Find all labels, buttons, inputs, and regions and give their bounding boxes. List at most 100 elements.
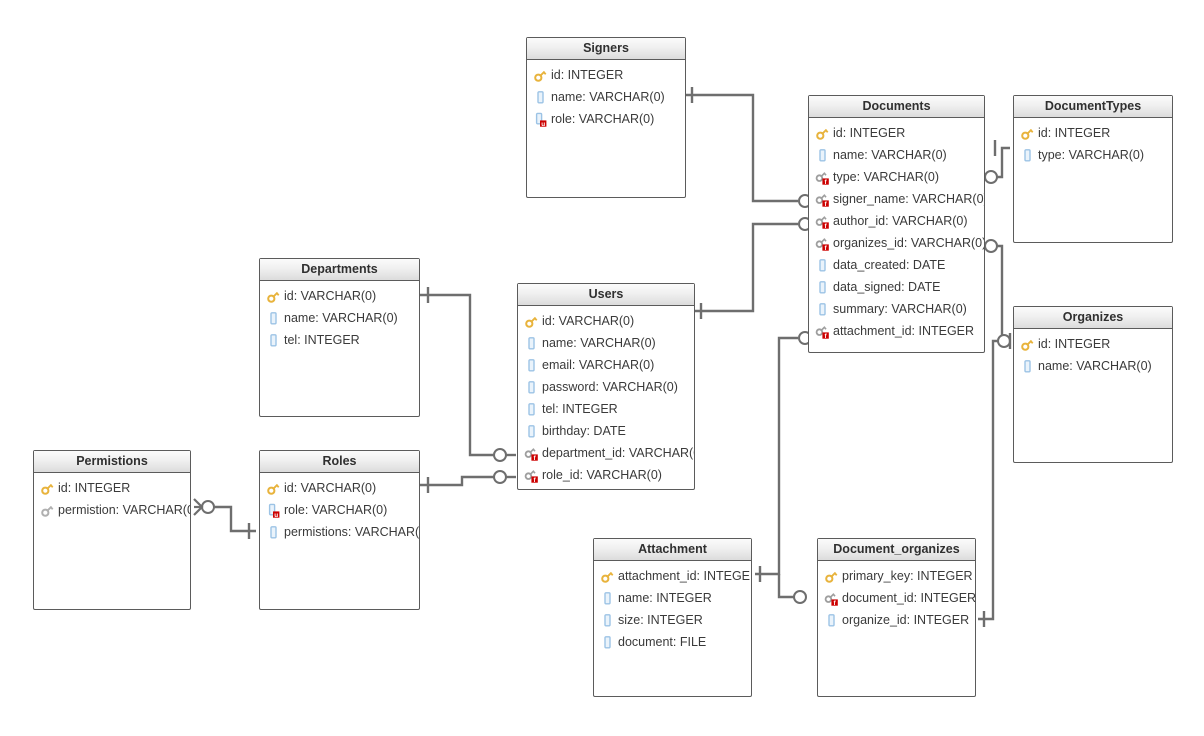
relationship-users-to-documents[interactable]	[695, 217, 812, 319]
attribute-row[interactable]: id: INTEGER	[34, 477, 190, 499]
entity-title: Departments	[260, 259, 419, 281]
attribute-label: attachment_id: INTEGER	[833, 324, 975, 338]
attribute-label: primary_key: INTEGER	[842, 569, 973, 583]
svg-text:u: u	[541, 121, 545, 127]
relationship-documents-to-organizes[interactable]	[984, 239, 1010, 343]
zero-circle-marker	[201, 500, 215, 514]
zero-circle-marker	[997, 334, 1011, 348]
attribute-label: name: VARCHAR(0)	[1038, 359, 1152, 373]
attribute-row[interactable]: name: VARCHAR(0)	[1014, 355, 1172, 377]
attribute-label: data_created: DATE	[833, 258, 946, 272]
attribute-row[interactable]: id: INTEGER	[1014, 333, 1172, 355]
attribute-row[interactable]: id: VARCHAR(0)	[260, 285, 419, 307]
primary-key-icon	[600, 569, 615, 584]
attribute-row[interactable]: attachment_id: INTEGER	[594, 565, 751, 587]
attribute-label: tel: INTEGER	[542, 402, 618, 416]
foreign-key-icon: f	[524, 446, 539, 461]
attribute-label: permistions: VARCHAR(0)	[284, 525, 419, 539]
attribute-row[interactable]: size: INTEGER	[594, 609, 751, 631]
primary-key-icon	[40, 481, 55, 496]
attribute-row[interactable]: data_signed: DATE	[809, 276, 984, 298]
attribute-row[interactable]: name: INTEGER	[594, 587, 751, 609]
attribute-row[interactable]: tel: INTEGER	[518, 398, 694, 420]
column-icon	[524, 358, 539, 373]
relationship-permistions-to-roles[interactable]	[193, 498, 256, 539]
attribute-row[interactable]: id: INTEGER	[809, 122, 984, 144]
zero-circle-marker	[984, 239, 998, 253]
attribute-row[interactable]: id: INTEGER	[527, 64, 685, 86]
attribute-row[interactable]: permistions: VARCHAR(0)	[260, 521, 419, 543]
attribute-row[interactable]: data_created: DATE	[809, 254, 984, 276]
attribute-row[interactable]: name: VARCHAR(0)	[809, 144, 984, 166]
column-icon	[600, 591, 615, 606]
entity-permistions[interactable]: Permistions id: INTEGER permistion: VARCHA…	[33, 450, 191, 610]
attribute-row[interactable]: document: FILE	[594, 631, 751, 653]
relationship-attachment-to-document-organizes[interactable]	[777, 574, 807, 604]
attribute-row[interactable]: password: VARCHAR(0)	[518, 376, 694, 398]
attribute-label: attachment_id: INTEGER	[618, 569, 751, 583]
entity-title: Permistions	[34, 451, 190, 473]
entity-departments[interactable]: Departments id: VARCHAR(0) name: VARCHAR(0…	[259, 258, 420, 417]
attribute-row[interactable]: type: VARCHAR(0)	[1014, 144, 1172, 166]
column-icon	[815, 258, 830, 273]
attribute-row[interactable]: name: VARCHAR(0)	[260, 307, 419, 329]
attribute-row[interactable]: permistion: VARCHAR(0)	[34, 499, 190, 521]
attribute-label: password: VARCHAR(0)	[542, 380, 678, 394]
attribute-row[interactable]: email: VARCHAR(0)	[518, 354, 694, 376]
attribute-label: id: INTEGER	[551, 68, 624, 82]
zero-circle-marker	[984, 170, 998, 184]
primary-key-icon	[1020, 126, 1035, 141]
relationship-documents-to-documenttypes[interactable]	[984, 140, 1010, 184]
relationship-roles-to-users[interactable]	[420, 470, 516, 493]
attribute-row[interactable]: primary_key: INTEGER	[818, 565, 975, 587]
column-icon	[266, 333, 281, 348]
attribute-label: summary: VARCHAR(0)	[833, 302, 967, 316]
relationship-departments-to-users[interactable]	[420, 287, 516, 462]
attribute-row[interactable]: summary: VARCHAR(0)	[809, 298, 984, 320]
column-icon	[524, 336, 539, 351]
attribute-label: name: VARCHAR(0)	[284, 311, 398, 325]
attribute-row[interactable]: tel: INTEGER	[260, 329, 419, 351]
column-icon	[524, 402, 539, 417]
attribute-label: id: VARCHAR(0)	[542, 314, 635, 328]
attribute-row[interactable]: organize_id: INTEGER	[818, 609, 975, 631]
attribute-label: name: VARCHAR(0)	[833, 148, 947, 162]
zero-circle-marker	[493, 470, 507, 484]
relationship-signers-to-documents[interactable]	[686, 87, 812, 208]
zero-circle-marker	[793, 590, 807, 604]
attribute-row[interactable]: id: VARCHAR(0)	[518, 310, 694, 332]
attribute-row[interactable]: name: VARCHAR(0)	[527, 86, 685, 108]
entity-attribute-list: id: VARCHAR(0) name: VARCHAR(0)email: VAR…	[518, 306, 694, 486]
relationship-attachment-to-documents[interactable]	[755, 331, 812, 582]
attribute-row[interactable]: name: VARCHAR(0)	[518, 332, 694, 354]
entity-attribute-list: id: VARCHAR(0) name: VARCHAR(0) tel: INTEG…	[260, 281, 419, 351]
relationship-document-organizes-to-organizes[interactable]	[978, 333, 1012, 627]
attribute-row[interactable]: id: INTEGER	[1014, 122, 1172, 144]
attribute-row[interactable]: id: VARCHAR(0)	[260, 477, 419, 499]
crows-foot-marker	[193, 498, 204, 516]
attribute-label: id: INTEGER	[58, 481, 131, 495]
attribute-row[interactable]: birthday: DATE	[518, 420, 694, 442]
entity-title: Document_organizes	[818, 539, 975, 561]
attribute-label: size: INTEGER	[618, 613, 703, 627]
